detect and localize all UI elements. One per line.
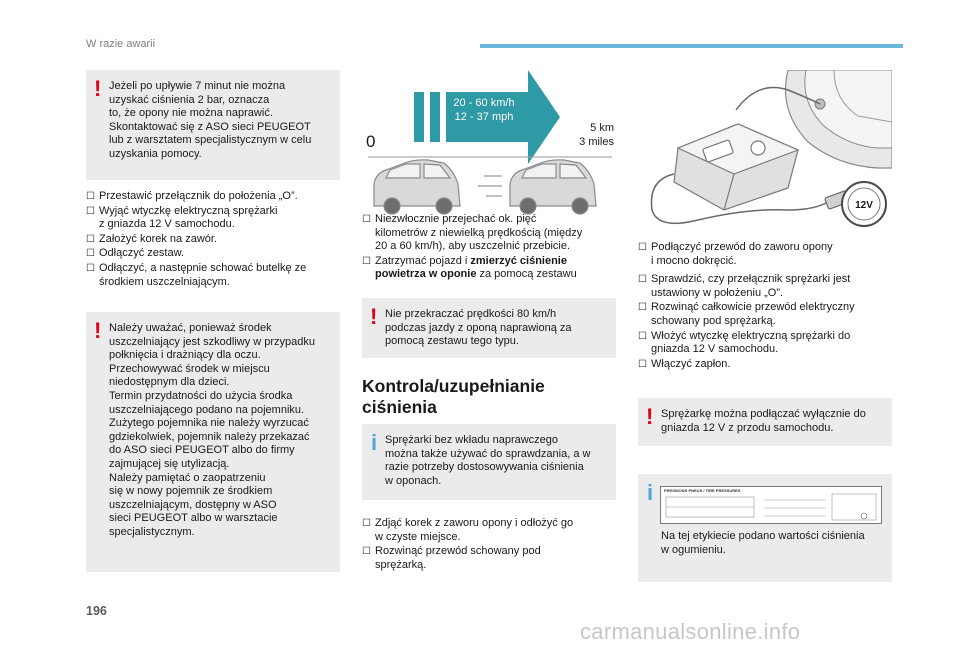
section-title: Kontrola/uzupełnianie ciśnienia [362,376,545,417]
list-item: ☐Rozwinąć przewód schowany pod sprężarką… [362,545,541,571]
start-label: 0 [366,132,376,151]
power-cable [650,173,829,225]
tire-label-title: PRESSIONS PNEUS / TIRE PRESSURES [664,488,741,493]
car-icon [373,159,461,215]
section-header: W razie awarii [86,38,156,50]
distance-miles-label: 3 miles [579,136,614,148]
speed-bar-1 [414,92,424,142]
info-icon: i [371,430,378,455]
list-item: ☐Włożyć wtyczkę elektryczną sprężarki do… [638,329,851,356]
warning-icon: ! [94,76,102,101]
air-hose [735,86,821,111]
checkbox-marker-icon: ☐ [86,205,95,217]
compressor-icon [673,123,800,211]
distance-km-label: 5 km [590,122,614,134]
checkbox-marker-icon: ☐ [86,262,95,274]
page-number: 196 [86,604,107,618]
list-item: ☐Rozwinąć całkowicie przewód elektryczny… [638,301,855,327]
steps-list-connect: ☐Podłączyć przewód do zaworu opony i moc… [638,241,900,376]
socket-12v-icon: 12V [841,181,887,227]
list-item: ☐Przestawić przełącznik do położenia „O”… [86,190,298,202]
warning-box-sealant: ! Należy uważać, ponieważ środek uszczel… [86,312,340,572]
list-item: ☐Założyć korek na zawór. [86,232,217,245]
speed-bar-2 [430,92,440,142]
info-box-compressor: i Sprężarki bez wkładu naprawczego można… [362,424,616,500]
checkbox-marker-icon: ☐ [86,248,95,260]
warning-text: Sprężarkę można podłączać wyłącznie do g… [661,408,866,434]
checkbox-marker-icon: ☐ [638,358,647,370]
checkbox-marker-icon: ☐ [86,233,95,245]
list-item: ☐Wyjąć wtyczkę elektryczną sprężarki z g… [86,204,278,231]
warning-icon: ! [370,304,378,329]
list-item: ☐Sprawdzić, czy przełącznik sprężarki je… [638,273,851,299]
checkbox-marker-icon: ☐ [362,518,371,529]
drive-distance-diagram [368,70,612,215]
checkbox-marker-icon: ☐ [638,274,647,286]
warning-text: Należy uważać, ponieważ środek uszczelni… [109,322,316,538]
header-rule [480,44,903,48]
list-item: ☐Zatrzymać pojazd i zmierzyć ciśnienie p… [362,254,577,281]
watermark: carmanualsonline.info [580,619,801,644]
steps-list-check: ☐Zdjąć korek z zaworu opony i odłożyć go… [362,517,624,573]
checkbox-marker-icon: ☐ [362,214,371,225]
warning-box-speed-limit: ! Nie przekraczać prędkości 80 km/h podc… [362,298,616,358]
wheel-icon [785,70,892,169]
warning-box-no-pressure: ! Jeżeli po upływie 7 minut nie można uz… [86,70,340,180]
checkbox-marker-icon: ☐ [638,302,647,314]
warning-box-socket: ! Sprężarkę można podłączać wyłącznie do… [638,398,892,446]
checkbox-marker-icon: ☐ [362,546,371,558]
info-text: Sprężarki bez wkładu naprawczego można t… [385,434,591,487]
warning-text: Jeżeli po upływie 7 minut nie można uzys… [109,80,312,160]
checkbox-marker-icon: ☐ [638,242,647,253]
car-moving-icon [478,159,597,215]
list-item: ☐Niezwłocznie przejechać ok. pięć kilome… [362,213,583,253]
checkbox-marker-icon: ☐ [362,255,371,267]
warning-icon: ! [94,318,102,343]
list-item: ☐Odłączyć, a następnie schować butelkę z… [86,261,307,288]
speed-kmh-label: 20 - 60 km/h [453,97,515,109]
socket-label: 12V [855,200,873,211]
tire-pressure-label-image: PRESSIONS PNEUS / TIRE PRESSURES [660,486,882,524]
info-text: Na tej etykiecie podano wartości ciśnien… [661,530,865,556]
warning-icon: ! [646,404,654,429]
speed-mph-label: 12 - 37 mph [454,111,514,123]
info-icon: i [647,480,654,505]
list-item: ☐Odłączyć zestaw. [86,247,184,260]
steps-list-drive: ☐Niezwłocznie przejechać ok. pięć kilome… [362,213,624,283]
list-item: ☐Zdjąć korek z zaworu opony i odłożyć go… [362,517,574,543]
checkbox-marker-icon: ☐ [638,330,647,342]
checkbox-marker-icon: ☐ [86,191,95,202]
compressor-illustration: 12V [650,70,892,227]
warning-text: Nie przekraczać prędkości 80 km/h podcza… [385,308,572,348]
steps-list-finish: ☐Przestawić przełącznik do położenia „O”… [86,190,344,290]
list-item: ☐Podłączyć przewód do zaworu opony i moc… [638,241,833,267]
speed-arrow-icon [446,70,560,164]
list-item: ☐Włączyć zapłon. [638,357,731,370]
